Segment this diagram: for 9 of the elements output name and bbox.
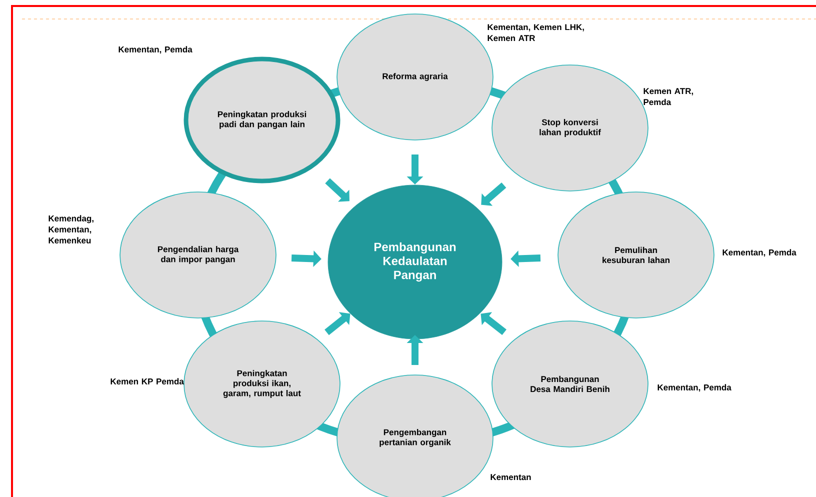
agency-label: Kemen KP Pemda xyxy=(110,378,184,384)
agency-label: Kementan, Pemda xyxy=(118,46,192,54)
arrow xyxy=(481,182,506,206)
agency-label: Kementan, Pemda xyxy=(658,384,732,392)
arrow xyxy=(325,178,350,202)
agency-label: Kementan xyxy=(490,474,531,480)
agency-label: Kementan, Pemda xyxy=(722,249,796,257)
agency-label: Kemendag, Kementan, Kemenkeu xyxy=(48,215,94,244)
arrow xyxy=(324,312,350,336)
